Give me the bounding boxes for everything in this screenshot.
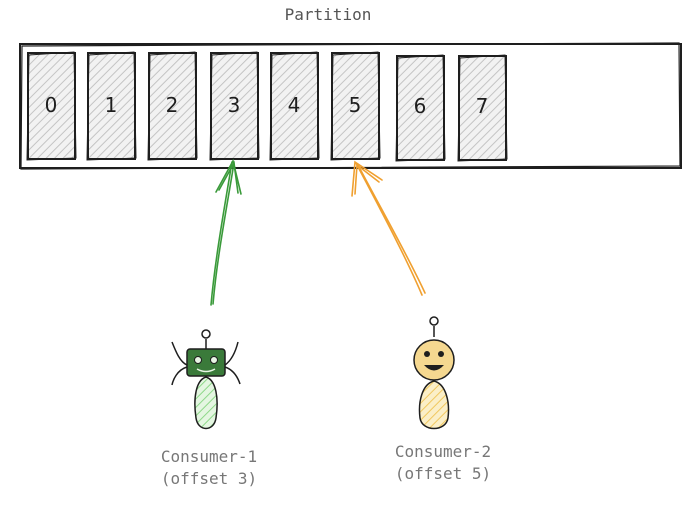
offset-cell-6: 6 [395,54,446,162]
consumer-2-arrow [351,160,426,296]
consumer-2-name: Consumer-2 [395,442,491,461]
offset-label-0: 0 [45,93,58,117]
offset-label-2: 2 [166,93,179,117]
offset-cell-2: 2 [147,51,198,161]
offset-label-7: 7 [476,94,489,118]
consumer-2-offset: (offset 5) [395,464,491,483]
offset-cell-3: 3 [209,51,260,161]
offset-label-1: 1 [105,93,118,117]
offset-label-3: 3 [228,93,241,117]
consumer-1-offset: (offset 3) [161,469,257,488]
partition-box [19,42,682,170]
offset-cells: 0 1 2 3 4 5 6 [26,51,508,162]
consumer-2-robot-icon [413,316,455,430]
partition-title: Partition [285,5,372,24]
offset-cell-5: 5 [330,51,381,161]
offset-label-4: 4 [288,93,301,117]
offset-cell-7: 7 [457,54,508,162]
consumer-1-arrow [210,158,242,306]
consumer-1-robot-icon [171,329,241,430]
consumer-1-name: Consumer-1 [161,447,257,466]
offset-label-6: 6 [414,94,427,118]
offset-label-5: 5 [349,93,362,117]
offset-cell-4: 4 [269,51,320,161]
offset-cell-0: 0 [26,51,77,161]
offset-cell-1: 1 [86,51,137,161]
